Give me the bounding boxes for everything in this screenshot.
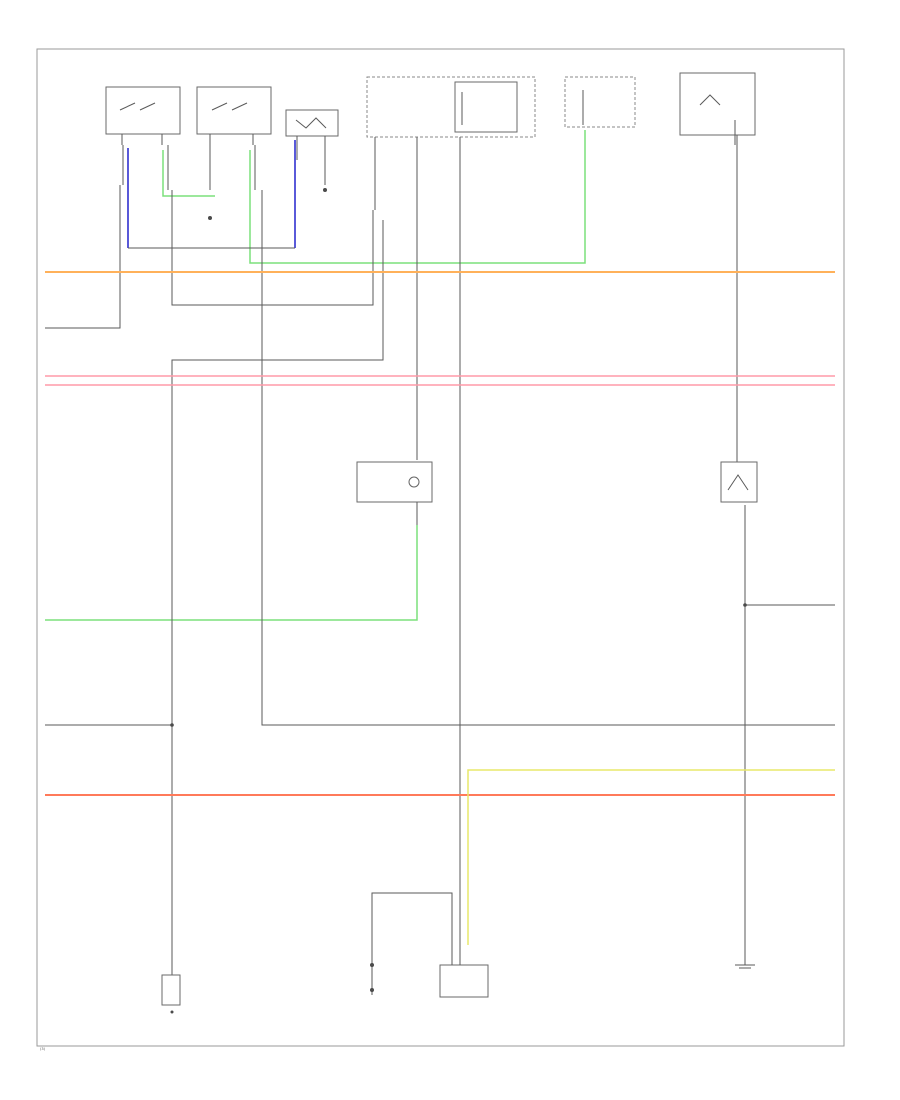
ground-bottom-right <box>735 964 755 969</box>
wire-green-mid <box>45 525 418 621</box>
diagram-frame <box>36 48 845 1047</box>
switch-right-mid <box>720 461 758 503</box>
wire-grey-3 <box>171 190 374 306</box>
switch-left-1 <box>105 86 181 145</box>
switch-left-2 <box>196 86 272 145</box>
module-bottom-center <box>439 935 489 998</box>
wire-grey-12 <box>371 892 453 935</box>
wire-green-top-left <box>162 150 215 197</box>
switch-center-small <box>285 109 339 137</box>
ground-bottom-center <box>370 963 374 992</box>
splice-dots <box>170 188 747 727</box>
relay-top-right <box>679 72 756 145</box>
wire-yellow <box>467 769 835 945</box>
gauge-sensor-center <box>356 461 433 525</box>
control-module-center <box>366 76 536 138</box>
wire-grey-1 <box>45 185 121 329</box>
wire-grey-4 <box>171 220 384 975</box>
sensor-bottom-left <box>161 974 181 1014</box>
wire-grey-5 <box>261 190 835 726</box>
connector-stubs-top <box>122 135 738 230</box>
frame-ref-label: (3) <box>40 1047 46 1051</box>
control-module-center-right <box>564 76 636 128</box>
